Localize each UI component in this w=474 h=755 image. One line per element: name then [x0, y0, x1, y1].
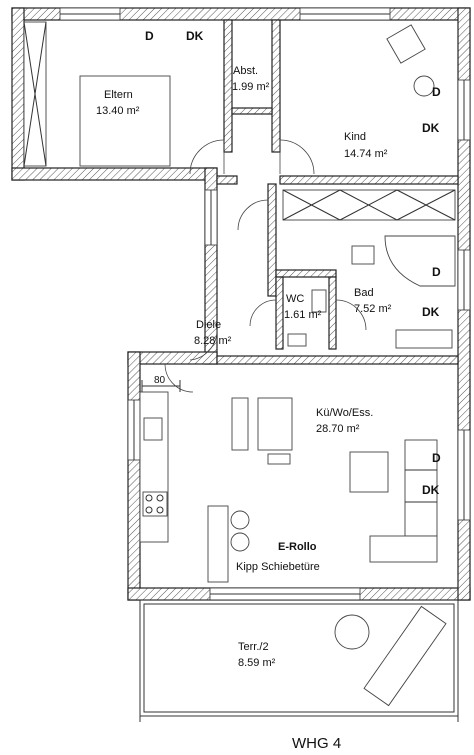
room-area-bad: 7.52 m²	[354, 303, 392, 315]
room-area-eltern: 13.40 m²	[96, 105, 140, 117]
double-bed	[79, 75, 171, 167]
sofa-seat	[369, 535, 438, 563]
dining-chair	[267, 453, 291, 465]
stool	[230, 532, 250, 552]
marker-d-eltern: D	[145, 29, 154, 43]
marker-dk-bad: DK	[422, 305, 440, 319]
room-name-wc: WC	[286, 293, 304, 305]
toilet	[311, 289, 327, 313]
unit-title: WHG 4	[292, 735, 341, 752]
room-name-abst: Abst.	[233, 65, 258, 77]
room-area-kind: 14.74 m²	[344, 148, 388, 160]
note-door-type: Kipp Schiebetüre	[236, 561, 320, 573]
wash-basin	[351, 245, 375, 265]
window-markers: D DK D DK D DK D DK	[145, 29, 441, 497]
dining-table	[257, 397, 293, 451]
wc-basin	[287, 333, 307, 347]
armchair	[386, 24, 426, 64]
room-name-kind: Kind	[344, 131, 366, 143]
marker-d-bad: D	[432, 265, 441, 279]
interior-walls	[216, 19, 459, 365]
marker-dk-kind: DK	[422, 121, 440, 135]
room-name-diele: Diele	[196, 319, 221, 331]
room-name-terrace: Terr./2	[238, 641, 269, 653]
terrace	[139, 599, 459, 722]
room-area-terrace: 8.59 m²	[238, 657, 276, 669]
room-name-bad: Bad	[354, 287, 374, 299]
coffee-table	[349, 451, 389, 493]
room-area-wc: 1.61 m²	[284, 309, 322, 321]
doors	[164, 139, 367, 393]
sink	[143, 417, 163, 441]
terrace-table	[334, 614, 370, 650]
marker-d-kind: D	[432, 85, 441, 99]
vanity	[395, 329, 453, 349]
windows	[59, 7, 471, 601]
room-area-diele: 8.28 m²	[194, 335, 232, 347]
marker-d-living: D	[432, 451, 441, 465]
note-e-rollo: E-Rollo	[278, 541, 317, 553]
sun-lounger	[363, 605, 447, 707]
room-area-abst: 1.99 m²	[232, 81, 270, 93]
room-area-kitchen-living: 28.70 m²	[316, 423, 360, 435]
room-labels: Eltern 13.40 m² Abst. 1.99 m² Kind 14.74…	[96, 65, 392, 669]
furniture	[23, 21, 456, 707]
sofa-back	[404, 439, 438, 537]
dimension-80: 80	[141, 375, 181, 392]
stool	[230, 510, 250, 530]
room-name-kitchen-living: Kü/Wo/Ess.	[316, 407, 373, 419]
fridge	[207, 505, 229, 583]
dining-chair	[231, 397, 249, 451]
marker-dk-eltern: DK	[186, 29, 204, 43]
room-name-eltern: Eltern	[104, 89, 133, 101]
dimension-label: 80	[154, 375, 166, 386]
side-table	[413, 75, 435, 97]
marker-dk-living: DK	[422, 483, 440, 497]
kitchen-counter	[139, 391, 169, 543]
bathtub	[384, 235, 456, 287]
